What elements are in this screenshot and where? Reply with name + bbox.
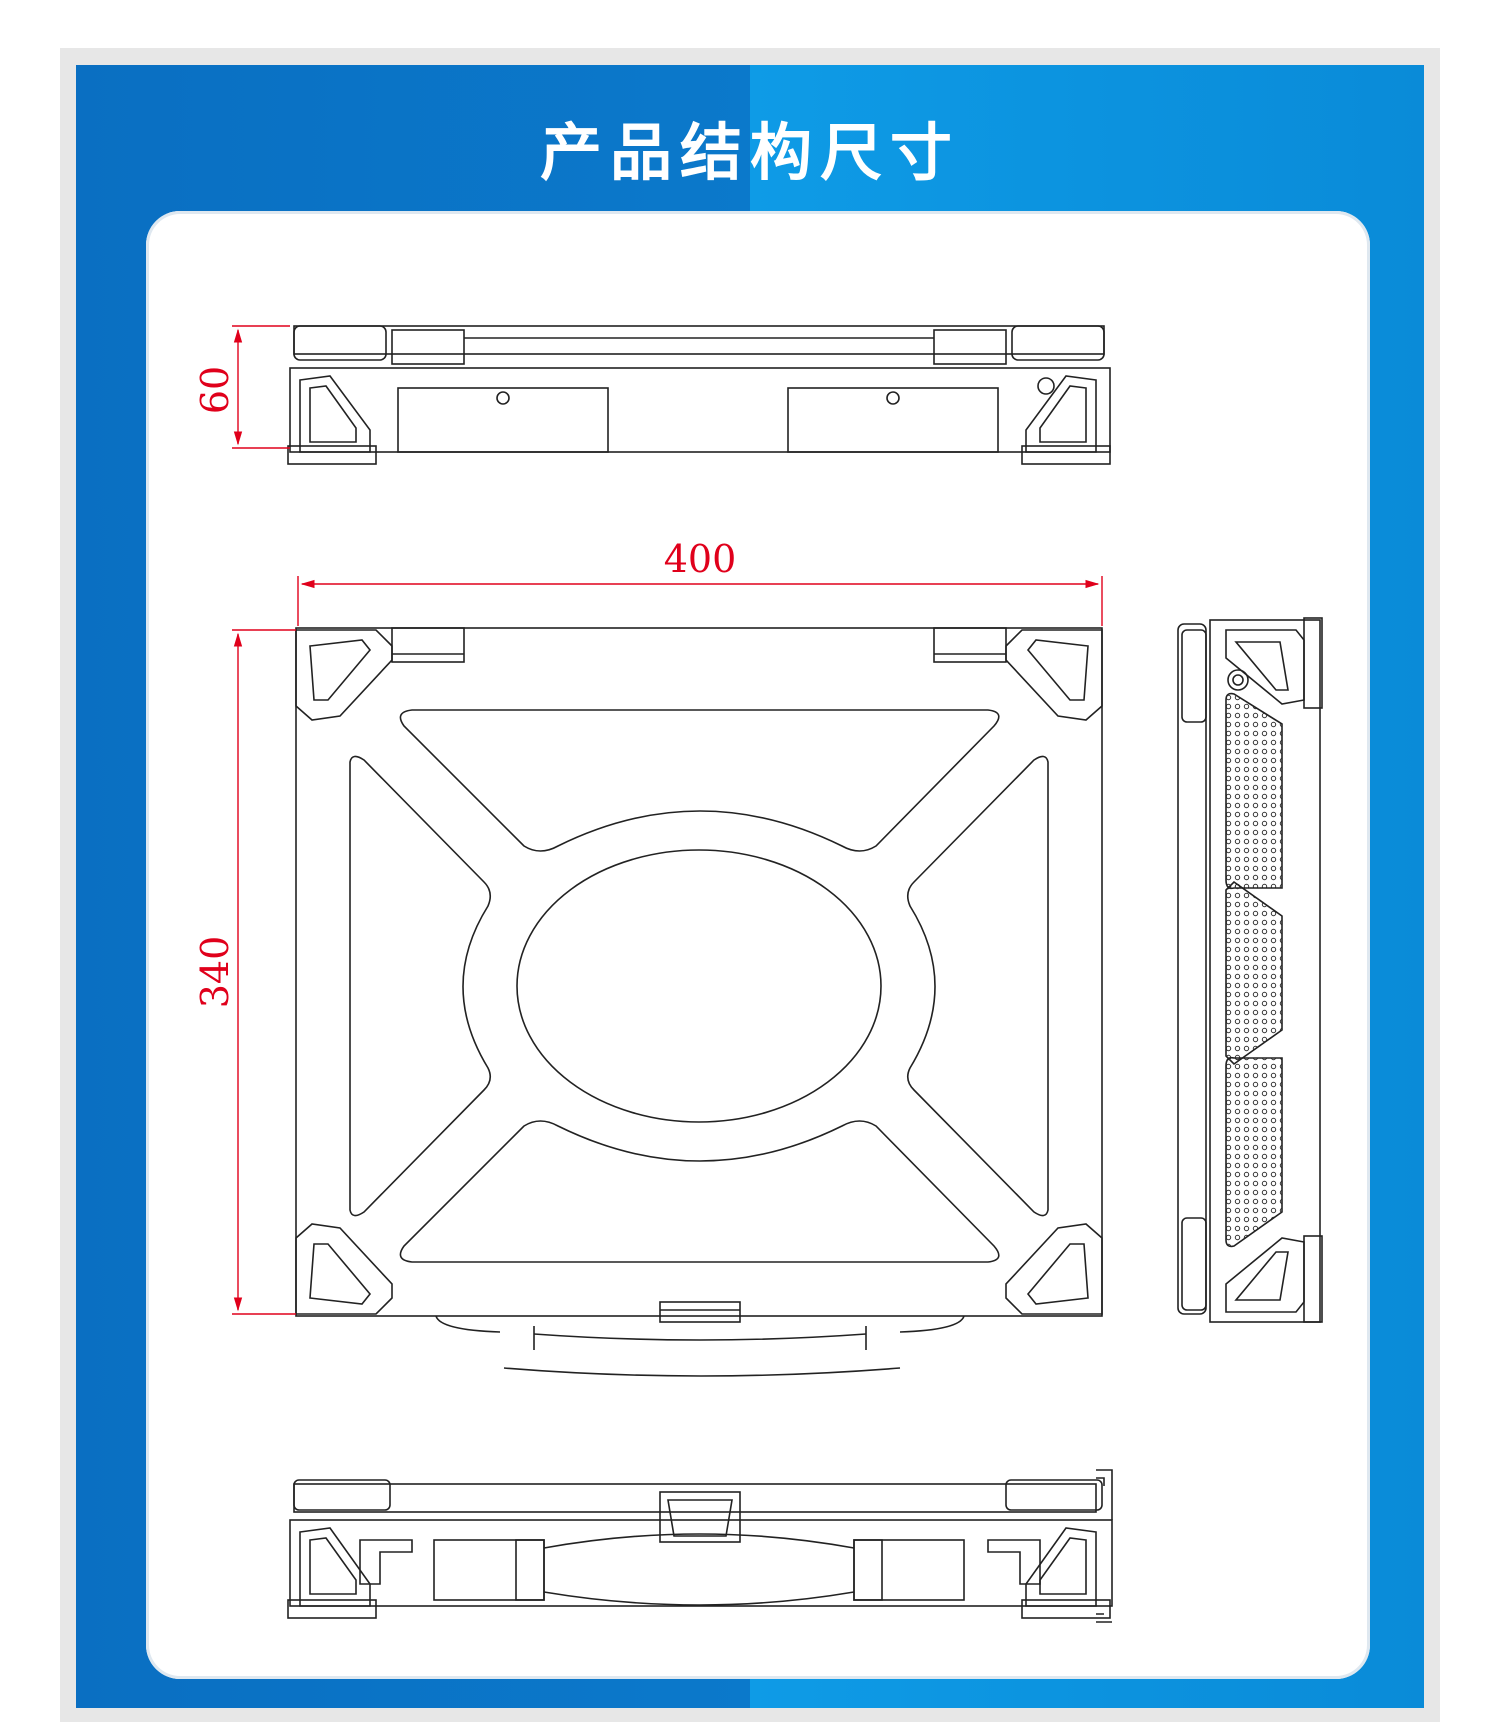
corner-bracket-top-left [295, 629, 393, 721]
plan-view [295, 627, 1103, 1377]
front-elevation-view [287, 325, 1111, 465]
height-dimension-label: 60 [193, 366, 237, 414]
cutout-top [399, 709, 1000, 852]
corner-bracket-top-right [1005, 629, 1103, 721]
depth-dimension-label: 340 [193, 936, 237, 1009]
vent-panel-bottom [1225, 1056, 1283, 1248]
depth-dimension: 340 [193, 629, 296, 1315]
corner-bracket-bottom-left [295, 1223, 393, 1315]
vent-panel-middle [1225, 880, 1283, 1066]
page-title: 产品结构尺寸 [539, 116, 960, 189]
center-oval [516, 849, 882, 1123]
width-dimension: 400 [297, 537, 1103, 626]
cutout-left [349, 755, 492, 1217]
cutout-right [906, 755, 1049, 1217]
rear-elevation-view [287, 1469, 1113, 1623]
height-dimension: 60 [193, 325, 290, 449]
corner-bracket-bottom-right [1005, 1223, 1103, 1315]
vent-panel-top [1225, 692, 1283, 890]
width-dimension-label: 400 [664, 537, 737, 581]
cutout-bottom [399, 1120, 1000, 1263]
side-elevation-view [1177, 617, 1323, 1323]
